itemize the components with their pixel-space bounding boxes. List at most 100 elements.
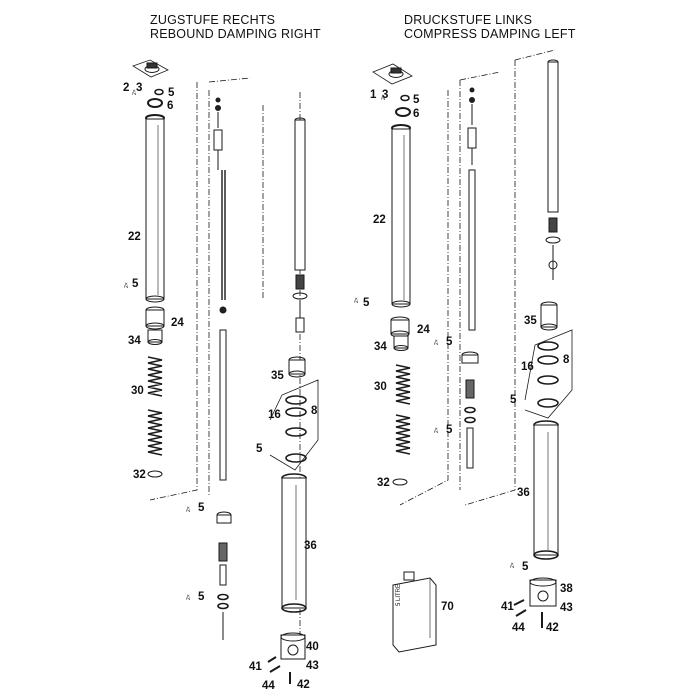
callout-right-5f: 5 (522, 561, 529, 573)
left-guide-bushing (145, 306, 165, 330)
left-bushing-35 (288, 356, 306, 378)
left-seal-stack (285, 395, 307, 463)
callout-left-5c: 5 (198, 502, 205, 514)
oil-can-label: 5 LITRE (396, 584, 402, 606)
right-bracket (524, 329, 573, 419)
right-title-german: DRUCKSTUFE LINKS (404, 13, 533, 27)
callout-left-40: 40 (306, 641, 319, 653)
callout-left-5a: 5 (168, 87, 175, 99)
callout-right-5d: 5 (446, 424, 453, 436)
left-bracket (269, 379, 319, 471)
callout-left-22: 22 (128, 231, 141, 243)
right-axle-clamp (529, 577, 557, 607)
right-circlip-32 (392, 478, 408, 486)
right-fork-assembly: 5 LITRE (372, 49, 573, 653)
qty-mark-left-5c: 2× (186, 506, 192, 512)
callout-left-35: 35 (271, 370, 284, 382)
left-o-ring-5 (154, 88, 164, 96)
callout-right-35: 35 (524, 315, 537, 327)
callout-left-2: 2 (123, 82, 129, 94)
callout-right-5e: 5 (510, 394, 517, 406)
right-guide-lines (399, 49, 556, 506)
qty-mark-right-5d: 2× (434, 427, 440, 433)
left-bolts (267, 656, 291, 684)
callout-left-8: 8 (311, 405, 318, 417)
quantity-markers: 2× 2× 2× 2× 2× 2× 2× 2× 2× (124, 89, 516, 600)
right-seal-34 (393, 335, 409, 351)
right-fork-cap (372, 63, 413, 85)
qty-mark-right-5c: 2× (434, 339, 440, 345)
callout-right-16: 16 (521, 361, 534, 373)
callout-left-34: 34 (128, 335, 141, 347)
callout-right-8: 8 (563, 354, 570, 366)
callout-left-30: 30 (131, 385, 144, 397)
left-circlip-32 (147, 470, 163, 478)
left-seal-34 (147, 329, 163, 345)
qty-mark-left-5d: 2× (186, 594, 192, 600)
right-nut-6 (395, 107, 411, 117)
qty-mark-left-5a: 2× (132, 89, 138, 95)
right-bolts (513, 599, 543, 628)
callout-right-22: 22 (373, 214, 386, 226)
right-bushing-35 (540, 301, 558, 331)
callout-right-44: 44 (512, 622, 525, 634)
callout-left-32: 32 (133, 469, 146, 481)
qty-mark-right-5f: 2× (510, 562, 516, 568)
left-fork-cap (132, 59, 169, 78)
callout-right-43: 43 (560, 602, 573, 614)
right-title-english: COMPRESS DAMPING LEFT (404, 27, 576, 41)
callout-right-70: 70 (441, 601, 454, 613)
right-o-ring-5 (400, 94, 410, 102)
callout-left-6: 6 (167, 100, 173, 112)
callout-left-3: 3 (136, 82, 142, 94)
callout-labels: 2 3 5 6 22 5 24 34 30 32 5 5 35 16 8 5 3… (123, 82, 573, 692)
oil-can (392, 571, 437, 653)
qty-mark-right-5a: 2× (381, 94, 387, 100)
left-title-english: REBOUND DAMPING RIGHT (150, 27, 321, 41)
callout-left-5e: 5 (256, 443, 263, 455)
callout-right-1: 1 (370, 89, 377, 101)
callout-right-41: 41 (501, 601, 514, 613)
callout-left-44: 44 (262, 680, 275, 692)
callout-right-36: 36 (517, 487, 530, 499)
left-fork-assembly (132, 59, 319, 684)
callout-right-5c: 5 (446, 336, 453, 348)
callout-left-16: 16 (268, 409, 281, 421)
callout-left-36: 36 (304, 540, 317, 552)
left-nut-6 (147, 98, 163, 108)
callout-left-5b: 5 (132, 278, 139, 290)
right-outer-tube (391, 124, 411, 308)
left-inner-tube (281, 473, 307, 613)
right-inner-tube (533, 420, 559, 560)
left-title-german: ZUGSTUFE RECHTS (150, 13, 276, 27)
callout-right-5b: 5 (363, 297, 370, 309)
qty-mark-right-5b: 2× (354, 297, 360, 303)
right-damper-lower-parts (461, 351, 479, 469)
callout-left-42: 42 (297, 679, 310, 691)
left-cartridge (292, 117, 308, 333)
right-guide-bushing (390, 316, 410, 338)
callout-right-38: 38 (560, 583, 573, 595)
callout-left-43: 43 (306, 660, 319, 672)
callout-left-24: 24 (171, 317, 184, 329)
right-spring (395, 364, 411, 455)
callout-right-24: 24 (417, 324, 430, 336)
callout-right-34: 34 (374, 341, 387, 353)
left-damper-rod (213, 97, 227, 481)
right-damper-rod (467, 87, 477, 331)
left-spring (147, 356, 163, 456)
callout-right-3: 3 (382, 89, 388, 101)
left-outer-tube (145, 114, 165, 303)
callout-right-32: 32 (377, 477, 390, 489)
left-axle-clamp (280, 632, 306, 660)
qty-mark-left-5b: 2× (124, 282, 130, 288)
callout-left-41: 41 (249, 661, 262, 673)
callout-left-5d: 5 (198, 591, 205, 603)
callout-right-30: 30 (374, 381, 387, 393)
callout-right-42: 42 (546, 622, 559, 634)
callout-right-5a: 5 (413, 94, 420, 106)
left-damper-lower-parts (216, 511, 232, 640)
callout-right-6: 6 (413, 108, 419, 120)
right-seal-stack (537, 341, 559, 408)
